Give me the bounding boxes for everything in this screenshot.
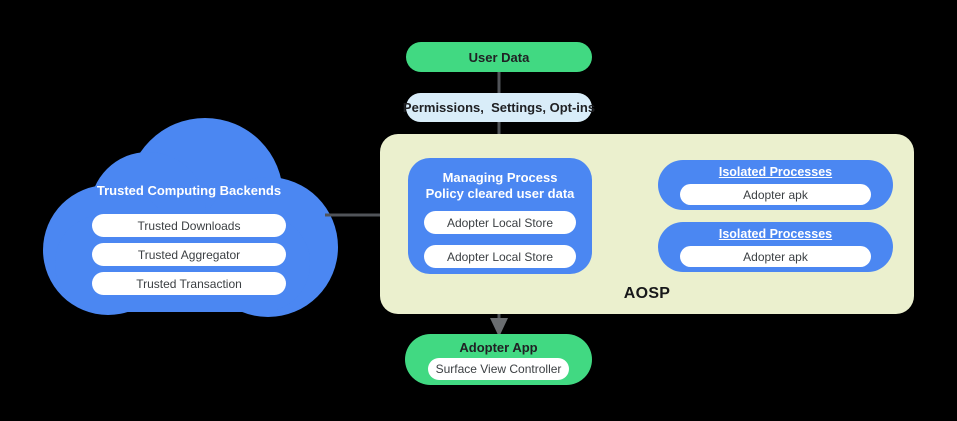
trusted-cloud-title: Trusted Computing Backends bbox=[96, 182, 282, 198]
cloud-item-label: Trusted Downloads bbox=[137, 218, 241, 233]
cloud-item-trusted-downloads: Trusted Downloads bbox=[92, 214, 286, 237]
surface-view-controller-pill: Surface View Controller bbox=[428, 358, 569, 380]
permissions-node: Permissions, Settings, Opt-ins bbox=[402, 93, 596, 122]
arrow-down-icon bbox=[490, 318, 508, 337]
user-data-label: User Data bbox=[468, 49, 530, 65]
isolated-processes-title: Isolated Processes bbox=[718, 165, 833, 179]
adopter-apk-pill: Adopter apk bbox=[680, 184, 871, 205]
cloud-item-trusted-transaction: Trusted Transaction bbox=[92, 272, 286, 295]
adopter-local-store-pill: Adopter Local Store bbox=[424, 211, 576, 234]
isolated-processes-title: Isolated Processes bbox=[718, 227, 833, 241]
cloud-item-label: Trusted Aggregator bbox=[137, 247, 241, 262]
managing-process-title: Managing Process Policy cleared user dat… bbox=[425, 170, 575, 201]
isolated-process-node: Isolated Processes Adopter apk bbox=[658, 222, 893, 272]
adopter-apk-pill: Adopter apk bbox=[680, 246, 871, 267]
cloud-item-trusted-aggregator: Trusted Aggregator bbox=[92, 243, 286, 266]
cloud-item-label: Trusted Transaction bbox=[136, 276, 242, 291]
isolated-process-node: Isolated Processes Adopter apk bbox=[658, 160, 893, 210]
managing-process-node: Managing Process Policy cleared user dat… bbox=[408, 158, 592, 274]
user-data-node: User Data bbox=[406, 42, 592, 72]
permissions-label: Permissions, Settings, Opt-ins bbox=[402, 100, 596, 115]
adopter-app-title: Adopter App bbox=[459, 340, 538, 355]
adopter-local-store-pill: Adopter Local Store bbox=[424, 245, 576, 268]
adopter-app-node: Adopter App Surface View Controller bbox=[405, 334, 592, 385]
aosp-label: AOSP bbox=[623, 285, 671, 302]
